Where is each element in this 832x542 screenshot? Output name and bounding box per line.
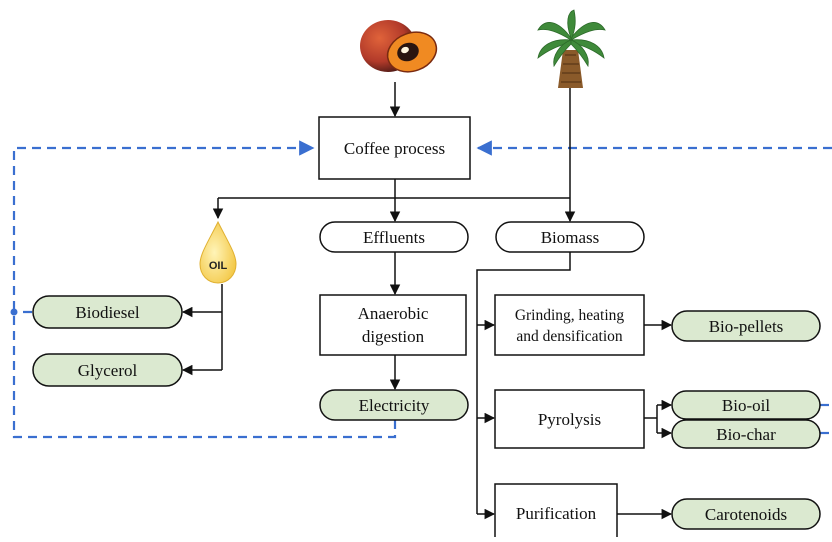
oil-drop-icon: OIL: [199, 220, 237, 284]
bio-oil-pill: Bio-oil: [671, 390, 821, 420]
biodiesel-pill: Biodiesel: [32, 295, 183, 329]
anaerobic-digestion-box: Anaerobic digestion: [319, 294, 467, 356]
biomass-pill: Biomass: [495, 221, 645, 253]
oil-label: OIL: [209, 260, 228, 272]
purification-box: Purification: [494, 483, 618, 542]
pyrolysis-label: Pyrolysis: [538, 410, 601, 429]
anaerobic-label-line2: digestion: [362, 327, 425, 346]
grinding-label-line2: and densification: [516, 328, 623, 345]
grinding-label-line1: Grinding, heating: [515, 307, 625, 324]
palm-tree-icon: [537, 9, 606, 88]
bio-oil-label: Bio-oil: [722, 396, 770, 415]
purification-label: Purification: [516, 504, 597, 523]
bio-char-label: Bio-char: [716, 425, 776, 444]
biomass-label: Biomass: [541, 228, 600, 247]
biodiesel-label: Biodiesel: [75, 303, 139, 322]
glycerol-pill: Glycerol: [32, 353, 183, 387]
loop-junction-dot: [10, 308, 18, 316]
glycerol-label: Glycerol: [78, 361, 138, 380]
effluents-pill: Effluents: [319, 221, 469, 253]
anaerobic-label-line1: Anaerobic: [358, 304, 429, 323]
coffee-process-box: Coffee process: [318, 116, 471, 180]
carotenoids-label: Carotenoids: [705, 505, 787, 524]
palm-fruit-icon: [360, 20, 438, 73]
pyrolysis-box: Pyrolysis: [494, 389, 645, 449]
pyrolysis-branch-line: [644, 405, 658, 433]
biomass-down-line: [476, 252, 571, 514]
electricity-label: Electricity: [359, 396, 430, 415]
coffee-process-label: Coffee process: [344, 139, 445, 158]
bio-char-pill: Bio-char: [671, 419, 821, 449]
grinding-box: Grinding, heating and densification: [494, 294, 645, 356]
flow-connectors: [181, 82, 673, 520]
bio-pellets-label: Bio-pellets: [709, 317, 784, 336]
effluents-label: Effluents: [363, 228, 425, 247]
left-feedback-loop: [12, 140, 397, 439]
carotenoids-pill: Carotenoids: [671, 498, 821, 530]
bio-pellets-pill: Bio-pellets: [671, 310, 821, 342]
electricity-pill: Electricity: [319, 389, 469, 421]
